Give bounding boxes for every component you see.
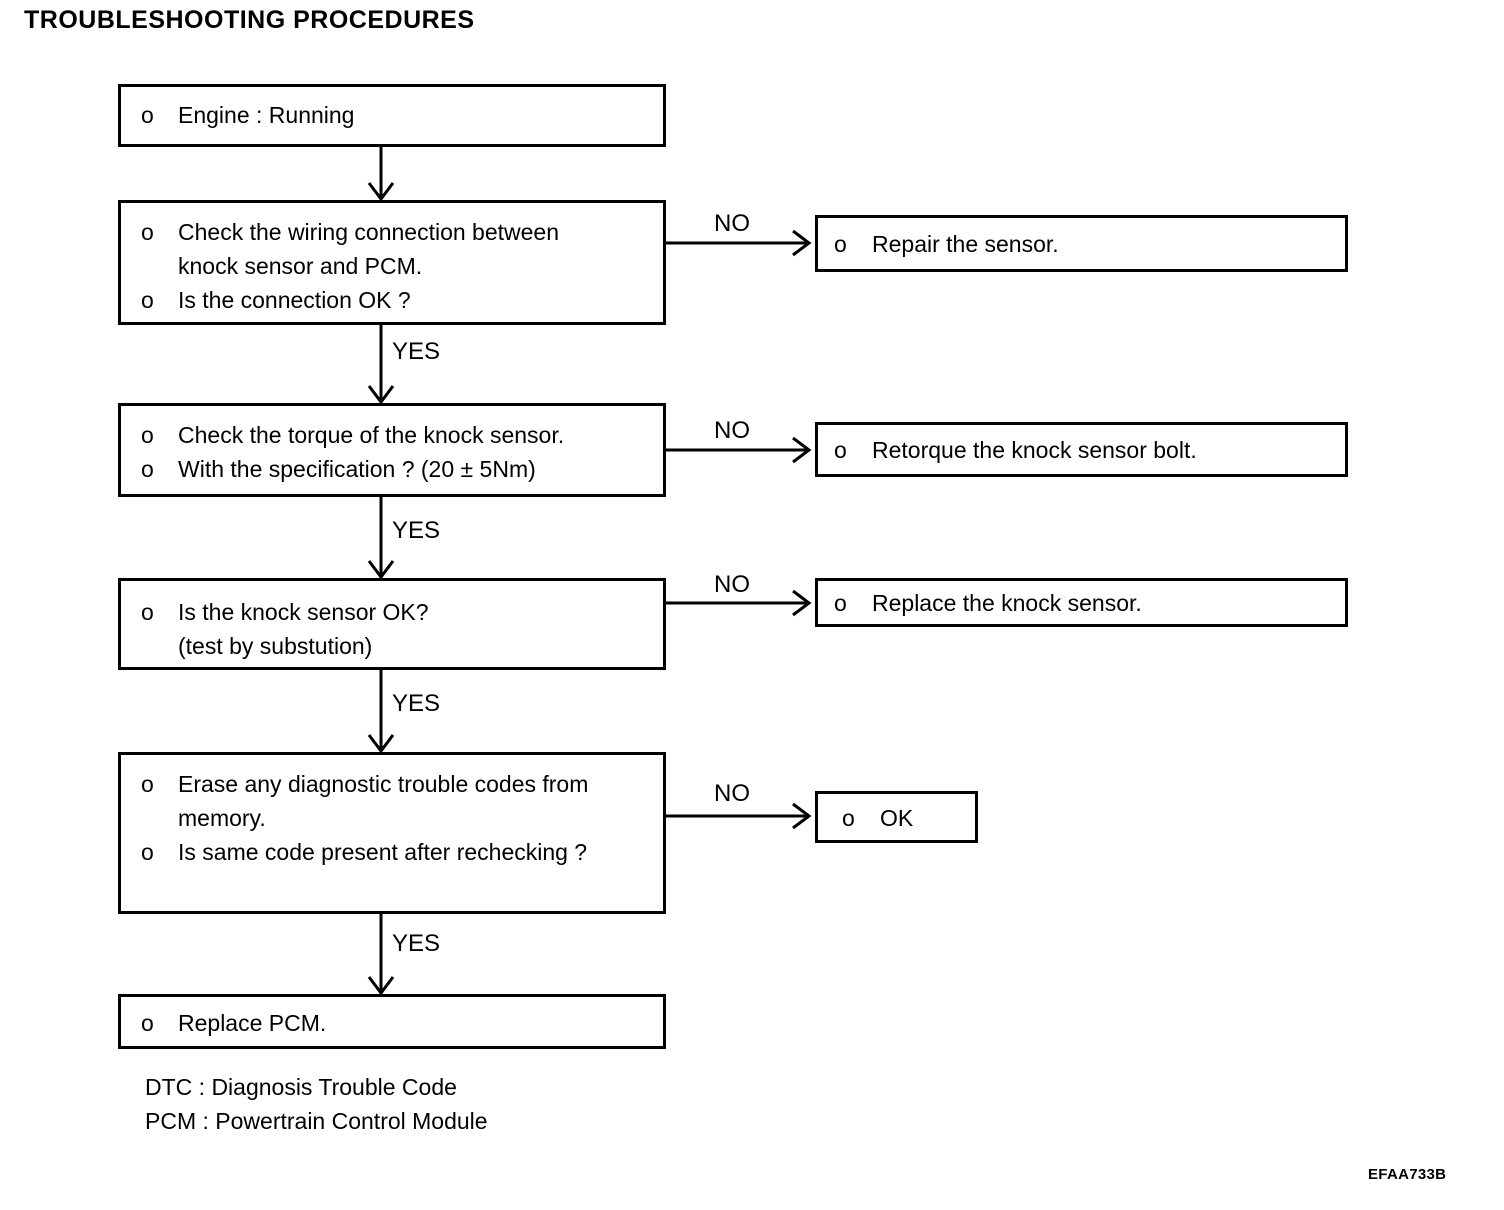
flow-box-ok: o OK — [815, 791, 978, 843]
flow-box-erase-codes: o Erase any diagnostic trouble codes fro… — [118, 752, 666, 914]
flow-box-replace-pcm: o Replace PCM. — [118, 994, 666, 1049]
bullet-item: o Is the knock sensor OK? (test by subst… — [141, 595, 655, 663]
bullet-marker: o — [141, 1010, 154, 1036]
arrow-wiring-no-to-repair — [666, 229, 812, 257]
bullet-text: Repair the sensor. — [872, 231, 1059, 257]
bullet-marker: o — [842, 805, 855, 831]
arrow-knock-no-to-replace — [666, 589, 812, 617]
bullet-text: Erase any diagnostic trouble codes from … — [178, 767, 655, 835]
bullet-marker: o — [834, 590, 847, 616]
bullet-text: Replace the knock sensor. — [872, 590, 1142, 616]
bullet-marker: o — [141, 219, 154, 245]
bullet-text: OK — [880, 805, 914, 831]
arrow-torque-yes-to-knock — [367, 497, 395, 580]
bullet-text: Check the torque of the knock sensor. — [178, 422, 565, 448]
bullet-item: o Check the wiring connection between kn… — [141, 215, 655, 283]
bullet-item: o Is same code present after rechecking … — [141, 835, 655, 869]
bullet-line: Erase any diagnostic trouble codes from — [178, 771, 589, 797]
yes-label: YES — [392, 930, 441, 957]
bullet-marker: o — [834, 231, 847, 257]
bullet-marker: o — [141, 456, 154, 482]
arrow-torque-no-to-retorque — [666, 436, 812, 464]
bullet-text: Is the connection OK ? — [178, 287, 411, 313]
page-title: TROUBLESHOOTING PROCEDURES — [24, 6, 475, 34]
bullet-line: memory. — [178, 805, 266, 831]
bullet-item: o Check the torque of the knock sensor. — [141, 418, 655, 452]
arrow-erase-yes-to-pcm — [367, 914, 395, 996]
no-label: NO — [714, 780, 750, 807]
no-label: NO — [714, 571, 750, 598]
bullet-line: Check the wiring connection between — [178, 219, 560, 245]
bullet-marker: o — [141, 839, 154, 865]
footnote-dtc: DTC : Diagnosis Trouble Code — [145, 1074, 457, 1100]
flow-box-knock-sensor-ok: o Is the knock sensor OK? (test by subst… — [118, 578, 666, 670]
bullet-item: o Repair the sensor. — [834, 227, 1337, 261]
flow-box-check-torque: o Check the torque of the knock sensor. … — [118, 403, 666, 497]
yes-label: YES — [392, 690, 441, 717]
bullet-line: (test by substution) — [178, 633, 373, 659]
bullet-item: o Erase any diagnostic trouble codes fro… — [141, 767, 655, 835]
flow-box-retorque-bolt: o Retorque the knock sensor bolt. — [815, 422, 1348, 477]
bullet-item: o With the specification ? (20 ± 5Nm) — [141, 452, 655, 486]
bullet-text: Check the wiring connection between knoc… — [178, 215, 655, 283]
bullet-marker: o — [141, 102, 154, 128]
flow-box-engine-running: o Engine : Running — [118, 84, 666, 147]
yes-label: YES — [392, 338, 441, 365]
bullet-item: o Replace the knock sensor. — [834, 586, 1337, 620]
bullet-text: With the specification ? (20 ± 5Nm) — [178, 456, 536, 482]
no-label: NO — [714, 417, 750, 444]
bullet-line: Is the knock sensor OK? — [178, 599, 429, 625]
arrow-wiring-yes-to-torque — [367, 325, 395, 405]
arrow-knock-yes-to-erase — [367, 670, 395, 754]
bullet-marker: o — [141, 771, 154, 797]
bullet-text: Retorque the knock sensor bolt. — [872, 437, 1197, 463]
arrow-erase-no-to-ok — [666, 802, 812, 830]
flow-box-repair-sensor: o Repair the sensor. — [815, 215, 1348, 272]
bullet-text: Is same code present after rechecking ? — [178, 839, 588, 865]
bullet-marker: o — [141, 422, 154, 448]
bullet-marker: o — [834, 437, 847, 463]
bullet-item: o Retorque the knock sensor bolt. — [834, 433, 1337, 467]
bullet-item: o Is the connection OK ? — [141, 283, 655, 317]
bullet-text: Is the knock sensor OK? (test by substut… — [178, 595, 655, 663]
flow-box-check-wiring: o Check the wiring connection between kn… — [118, 200, 666, 325]
bullet-marker: o — [141, 599, 154, 625]
bullet-line: knock sensor and PCM. — [178, 253, 423, 279]
figure-reference-code: EFAA733B — [1368, 1166, 1447, 1183]
bullet-marker: o — [141, 287, 154, 313]
bullet-text: Engine : Running — [178, 102, 355, 128]
bullet-item: o Engine : Running — [141, 98, 655, 132]
bullet-text: Replace PCM. — [178, 1010, 327, 1036]
arrow-engine-to-wiring — [367, 147, 395, 202]
no-label: NO — [714, 210, 750, 237]
bullet-item: o Replace PCM. — [141, 1006, 655, 1040]
bullet-item: o OK — [842, 801, 967, 835]
flow-box-replace-knock-sensor: o Replace the knock sensor. — [815, 578, 1348, 627]
yes-label: YES — [392, 517, 441, 544]
footnote-pcm: PCM : Powertrain Control Module — [145, 1108, 488, 1134]
